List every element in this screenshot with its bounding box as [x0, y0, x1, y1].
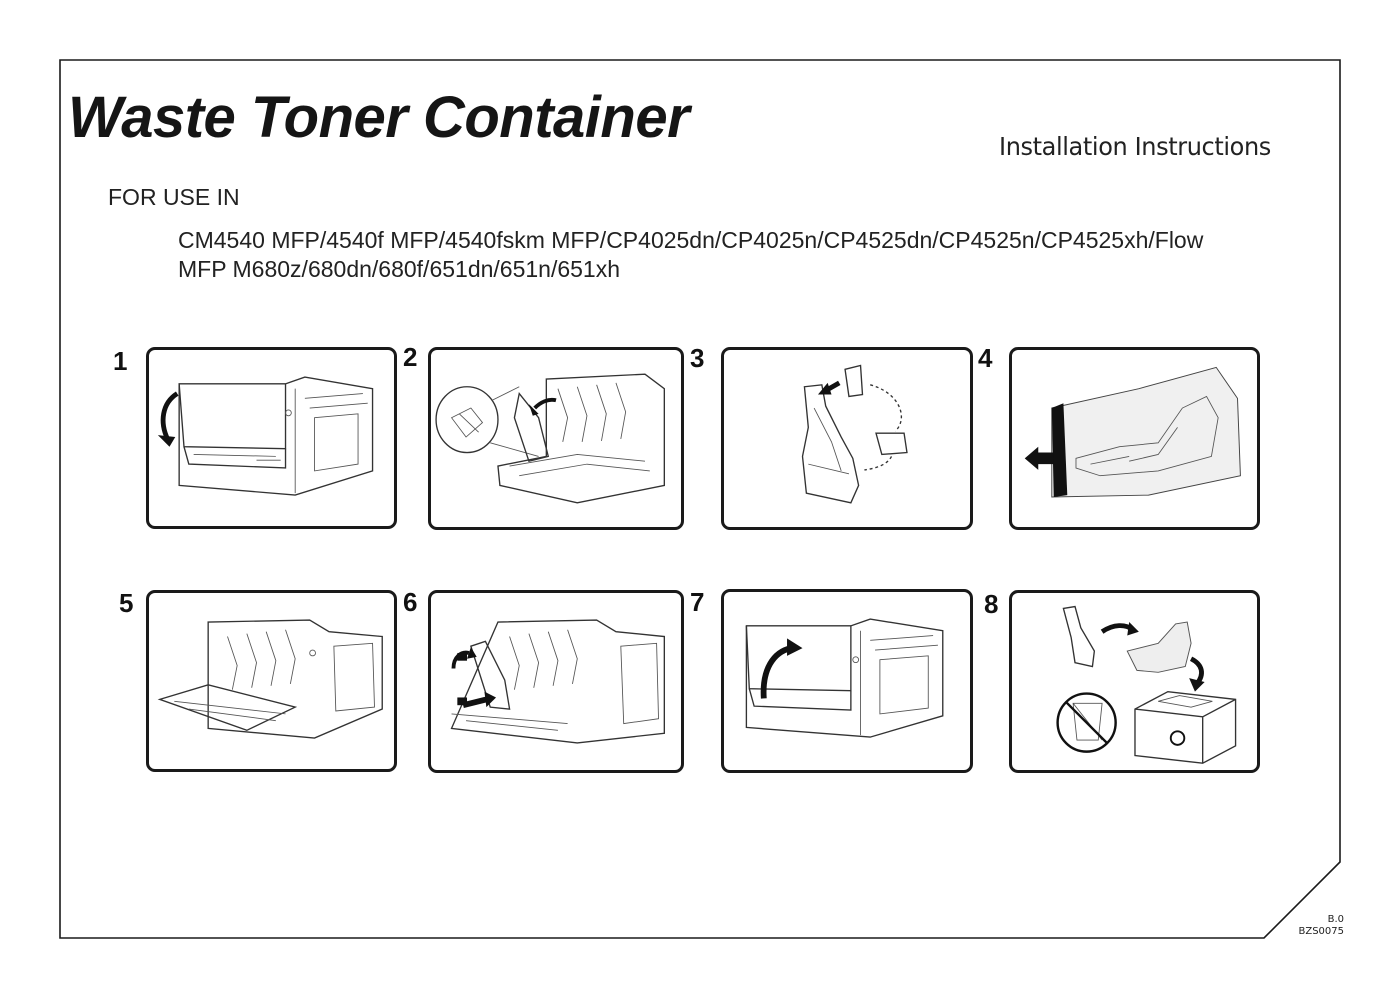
step-number-2: 2	[403, 342, 418, 372]
bag-container-illustration	[1024, 366, 1241, 498]
models-line-1: CM4540 MFP/4540f MFP/4540fskm MFP/CP4025…	[178, 227, 1204, 253]
printer-empty-slot-illustration	[157, 619, 383, 739]
step-2-panel	[428, 347, 684, 530]
close-front-door-illustration	[745, 618, 944, 738]
step-4-panel	[1009, 347, 1260, 530]
revision-label: B.0	[1327, 914, 1344, 925]
step-number-7: 7	[690, 587, 705, 617]
models-line-2: MFP M680z/680dn/680f/651dn/651n/651xh	[178, 256, 621, 282]
document-reference: B.0 BZS0075	[1298, 914, 1344, 938]
document-title: Waste Toner Container	[68, 85, 690, 150]
step-number-5: 5	[119, 588, 134, 618]
part-code-label: BZS0075	[1298, 926, 1344, 937]
step-3-panel	[721, 347, 973, 530]
compatible-models: CM4540 MFP/4540f MFP/4540fskm MFP/CP4025…	[178, 226, 1288, 284]
step-number-1: 1	[113, 346, 128, 376]
recycle-do-not-burn-illustration	[1056, 605, 1237, 764]
printer-open-front-door-illustration	[157, 376, 374, 496]
step-1-panel	[146, 347, 397, 529]
step-number-6: 6	[403, 587, 418, 617]
step-7-panel	[721, 589, 973, 773]
step-5-panel	[146, 590, 397, 772]
remove-waste-container-illustration	[435, 373, 666, 504]
step-number-3: 3	[690, 343, 705, 373]
step-number-8: 8	[984, 589, 999, 619]
insert-new-container-illustration	[450, 619, 666, 744]
step-number-4: 4	[978, 343, 993, 373]
step-8-panel	[1009, 590, 1260, 773]
document-subtitle: Installation Instructions	[999, 132, 1271, 161]
cap-waste-container-illustration	[801, 364, 908, 504]
for-use-label: FOR USE IN	[108, 184, 240, 210]
step-6-panel	[428, 590, 684, 773]
